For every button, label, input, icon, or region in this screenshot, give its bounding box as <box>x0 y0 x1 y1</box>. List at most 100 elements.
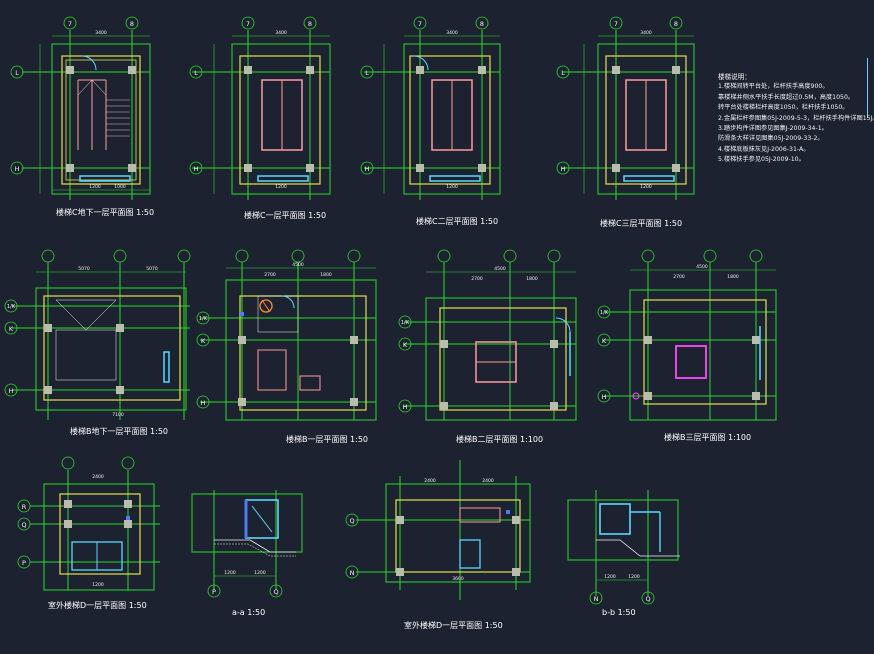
svg-text:5070: 5070 <box>78 266 90 272</box>
svg-text:1800: 1800 <box>526 276 538 282</box>
svg-text:1200: 1200 <box>446 184 458 190</box>
svg-text:K: K <box>403 341 408 349</box>
svg-text:H: H <box>602 393 607 401</box>
svg-text:4500: 4500 <box>292 262 304 268</box>
stair-note-line: 2.金属栏杆参图集05J-2009-5-3，栏杆扶手构件详图15J。 <box>718 114 874 122</box>
svg-text:2700: 2700 <box>264 272 276 278</box>
svg-text:1200: 1200 <box>89 184 101 190</box>
stair-notes: 楼梯说明： 1.楼梯间转平台处，栏杆扶手高度900。 靠楼梯井侧水平扶手长度超过… <box>718 72 874 166</box>
plan-c-basement <box>22 30 151 200</box>
title-s1: a-a 1:50 <box>232 608 265 617</box>
svg-text:K: K <box>201 337 206 345</box>
svg-text:P: P <box>22 559 26 567</box>
svg-text:3400: 3400 <box>275 30 287 36</box>
svg-text:H: H <box>194 165 199 173</box>
svg-text:7100: 7100 <box>112 412 124 418</box>
svg-text:1/K: 1/K <box>199 316 208 322</box>
svg-text:2400: 2400 <box>482 478 494 484</box>
title-p6: 楼梯B一层平面图 1:50 <box>286 434 368 444</box>
plan-c-first <box>192 30 331 200</box>
section-b-b <box>567 490 680 596</box>
svg-text:2700: 2700 <box>471 276 483 282</box>
stair-note-line: 1.楼梯间转平台处，栏杆扶手高度900。 <box>718 83 829 91</box>
svg-text:8: 8 <box>308 20 312 28</box>
title-p5: 楼梯B地下一层平面图 1:50 <box>70 426 168 436</box>
plan-b-basement <box>12 262 190 420</box>
svg-text:2400: 2400 <box>92 474 104 480</box>
svg-text:H: H <box>201 399 206 407</box>
svg-text:1200: 1200 <box>254 570 266 576</box>
title-p10: 室外楼梯D一层平面图 1:50 <box>404 620 503 630</box>
svg-text:1800: 1800 <box>320 272 332 278</box>
svg-text:1/K: 1/K <box>600 310 609 316</box>
svg-text:Q: Q <box>349 517 354 525</box>
svg-text:3600: 3600 <box>452 576 464 582</box>
svg-text:8: 8 <box>130 20 134 28</box>
svg-text:1000: 1000 <box>114 184 126 190</box>
svg-text:1200: 1200 <box>640 184 652 190</box>
title-s2: b-b 1:50 <box>602 608 636 617</box>
section-a-a <box>191 490 303 590</box>
svg-text:4500: 4500 <box>494 266 506 272</box>
plan-c-second <box>364 30 501 200</box>
svg-text:8: 8 <box>480 20 484 28</box>
title-p9: 室外楼梯D一层平面图 1:50 <box>48 600 147 610</box>
svg-text:1200: 1200 <box>275 184 287 190</box>
svg-text:N: N <box>350 569 355 577</box>
plan-d-outdoor <box>30 470 160 591</box>
svg-text:8: 8 <box>674 20 678 28</box>
plan-b-second <box>404 262 577 421</box>
svg-text:7: 7 <box>246 20 250 28</box>
svg-text:L: L <box>365 69 369 77</box>
svg-text:1200: 1200 <box>628 574 640 580</box>
svg-text:2700: 2700 <box>673 274 685 280</box>
stair-notes-heading: 楼梯说明： <box>718 73 751 81</box>
title-p1: 楼梯C地下一层平面图 1:50 <box>56 207 154 217</box>
title-p4: 楼梯C三层平面图 1:50 <box>600 218 682 228</box>
svg-text:H: H <box>403 403 408 411</box>
svg-text:K: K <box>9 325 14 333</box>
svg-text:5070: 5070 <box>146 266 158 272</box>
svg-text:Q: Q <box>645 595 650 603</box>
title-p3: 楼梯C二层平面图 1:50 <box>416 216 498 226</box>
stair-note-line: 3.踏步构件详图参见图集J-2009-34-1。 <box>718 125 828 133</box>
svg-text:L: L <box>15 69 19 77</box>
plan-b-third <box>604 262 777 421</box>
svg-text:7: 7 <box>614 20 618 28</box>
svg-text:R: R <box>22 503 27 511</box>
stair-note-line: 转平台处楼梯栏杆高度1050，栏杆扶手1050。 <box>718 104 849 112</box>
svg-text:N: N <box>594 595 599 603</box>
svg-text:1200: 1200 <box>604 574 616 580</box>
svg-text:1/K: 1/K <box>7 304 16 310</box>
svg-text:3400: 3400 <box>446 30 458 36</box>
plan-b-first <box>200 262 377 421</box>
stair-note-line: 靠楼梯井侧水平扶手长度超过0.5M，高度1050。 <box>718 93 855 101</box>
stair-note-line: 5.楼梯扶手参见05J-2009-10。 <box>718 156 805 164</box>
svg-text:1800: 1800 <box>727 274 739 280</box>
svg-text:7: 7 <box>418 20 422 28</box>
svg-text:P: P <box>212 588 216 596</box>
svg-text:7: 7 <box>68 20 72 28</box>
svg-text:H: H <box>9 387 14 395</box>
edge-marker-line <box>867 58 868 118</box>
svg-text:1200: 1200 <box>224 570 236 576</box>
stair-note-line: 防滑条大样详见图集05J-2009-33-2。 <box>718 135 824 143</box>
svg-text:H: H <box>365 165 370 173</box>
svg-text:K: K <box>602 337 607 345</box>
svg-text:Q: Q <box>21 521 26 529</box>
svg-text:4500: 4500 <box>696 264 708 270</box>
svg-text:Q: Q <box>273 588 278 596</box>
svg-text:3400: 3400 <box>640 30 652 36</box>
svg-text:3400: 3400 <box>95 30 107 36</box>
svg-text:L: L <box>194 69 198 77</box>
plan-c-third <box>562 30 695 200</box>
title-p7: 楼梯B二层平面图 1:100 <box>456 434 543 444</box>
svg-text:1200: 1200 <box>92 582 104 588</box>
title-p2: 楼梯C一层平面图 1:50 <box>244 210 326 220</box>
svg-text:2400: 2400 <box>424 478 436 484</box>
svg-text:1/K: 1/K <box>401 320 410 326</box>
title-p8: 楼梯B三层平面图 1:100 <box>664 432 751 442</box>
svg-text:H: H <box>15 165 20 173</box>
plan-d-outdoor-b <box>356 460 531 600</box>
